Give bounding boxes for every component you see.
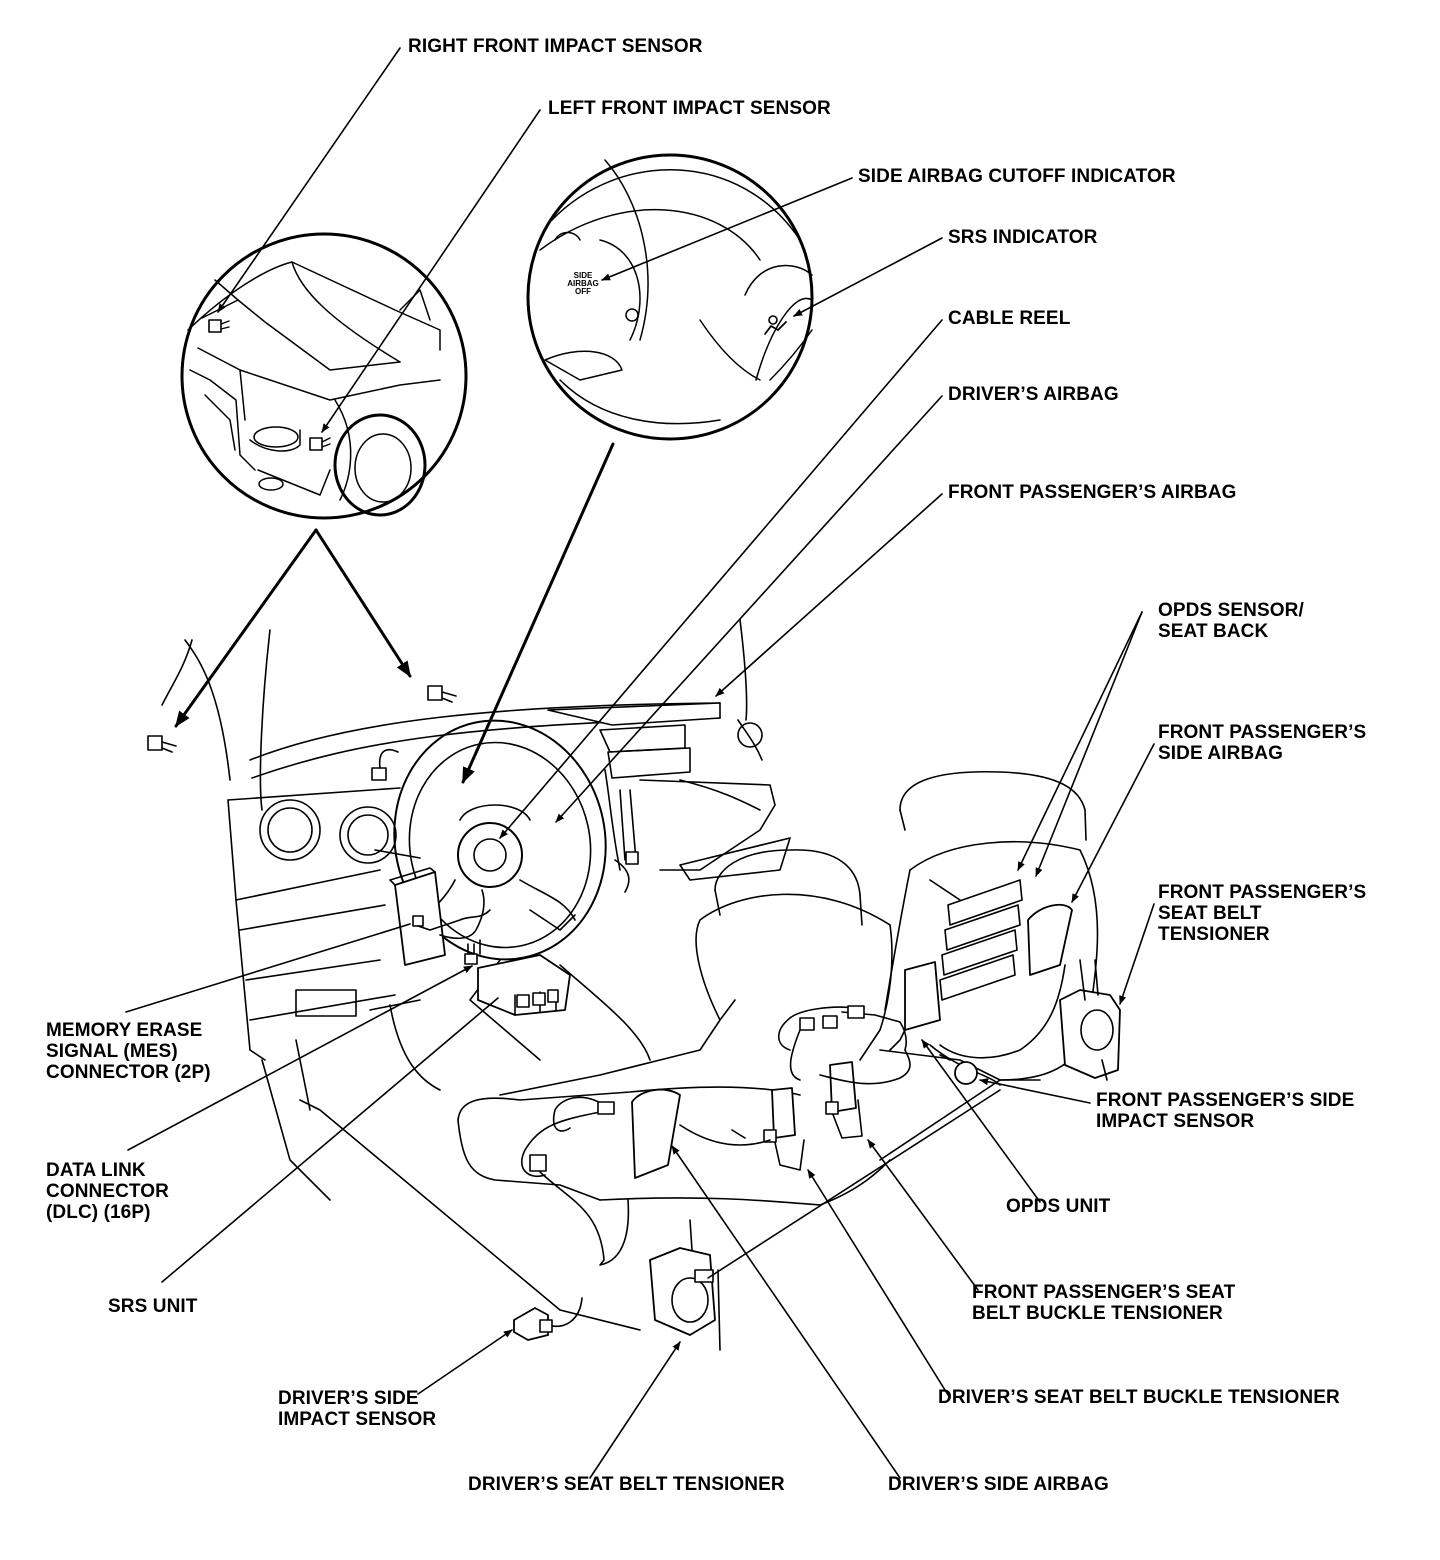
- label-drivers-side-airbag: DRIVER’S SIDE AIRBAG: [888, 1474, 1109, 1495]
- label-drivers-seat-belt-tensioner: DRIVER’S SEAT BELT TENSIONER: [468, 1474, 785, 1495]
- leader-drivers-airbag: [555, 395, 943, 823]
- label-data-link-connector: DATA LINK CONNECTOR (DLC) (16P): [46, 1160, 169, 1223]
- left-front-impact-sensor-shape: [309, 437, 331, 451]
- dashboard-drawing: [161, 619, 791, 1331]
- label-front-passengers-side-airbag: FRONT PASSENGER’S SIDE AIRBAG: [1158, 722, 1367, 764]
- label-opds-unit: OPDS UNIT: [1006, 1196, 1111, 1217]
- label-front-passengers-seat-belt-buckle-tensioner: FRONT PASSENGER’S SEAT BELT BUCKLE TENSI…: [972, 1282, 1236, 1324]
- leader-drivers-side-airbag: [671, 1145, 901, 1479]
- label-front-passengers-side-impact-sensor: FRONT PASSENGER’S SIDE IMPACT SENSOR: [1096, 1090, 1355, 1132]
- leader-data-link-connector: [127, 965, 473, 1151]
- label-front-passengers-airbag: FRONT PASSENGER’S AIRBAG: [948, 482, 1237, 503]
- label-srs-indicator: SRS INDICATOR: [948, 227, 1098, 248]
- label-right-front-impact-sensor: RIGHT FRONT IMPACT SENSOR: [408, 36, 703, 57]
- leader-opds-sensor-b: [1035, 611, 1143, 877]
- leader-drivers-seat-belt-tensioner-upper: [707, 1089, 1001, 1279]
- label-srs-unit: SRS UNIT: [108, 1296, 198, 1317]
- side-airbag-off-gauge-text: SIDE AIRBAG OFF: [567, 271, 599, 296]
- label-cable-reel: CABLE REEL: [948, 308, 1071, 329]
- label-drivers-side-impact-sensor: DRIVER’S SIDE IMPACT SENSOR: [278, 1388, 437, 1430]
- leader-drivers-seat-belt-buckle-tensioner: [807, 1169, 951, 1399]
- leader-cable-reel: [499, 319, 943, 839]
- leader-front-passengers-seat-belt-tensioner: [1119, 903, 1155, 1005]
- srs-indicator-symbol-icon: [764, 315, 787, 335]
- instrument-gauge-detail-circle: [526, 153, 814, 441]
- label-side-airbag-cutoff-indicator: SIDE AIRBAG CUTOFF INDICATOR: [858, 166, 1176, 187]
- leader-srs-unit: [161, 997, 499, 1283]
- leader-right-front-impact-sensor: [217, 47, 401, 313]
- label-opds-sensor-seat-back: OPDS SENSOR/ SEAT BACK: [1158, 600, 1304, 642]
- label-front-passengers-seat-belt-tensioner: FRONT PASSENGER’S SEAT BELT TENSIONER: [1158, 882, 1367, 945]
- leader-memory-erase-signal-connector: [125, 923, 411, 1013]
- detail-arrows: [174, 442, 615, 784]
- leader-srs-indicator: [793, 237, 943, 317]
- leader-side-airbag-cutoff-indicator: [601, 177, 853, 281]
- leader-opds-unit: [921, 1039, 1041, 1203]
- right-front-impact-sensor-shape: [208, 319, 230, 333]
- leader-lines: [125, 47, 1155, 1479]
- leader-front-passengers-side-impact-sensor: [979, 1078, 1091, 1104]
- front-bumper-detail-circle: [180, 232, 468, 520]
- leader-front-passengers-seat-belt-buckle-tensioner: [867, 1139, 979, 1291]
- leader-drivers-side-impact-sensor: [417, 1329, 513, 1395]
- leader-opds-sensor-a: [1017, 611, 1143, 871]
- label-drivers-seat-belt-buckle-tensioner: DRIVER’S SEAT BELT BUCKLE TENSIONER: [938, 1387, 1340, 1408]
- leader-front-passengers-side-airbag: [1071, 743, 1155, 903]
- label-left-front-impact-sensor: LEFT FRONT IMPACT SENSOR: [548, 98, 831, 119]
- leader-drivers-seat-belt-tensioner: [589, 1341, 681, 1479]
- label-memory-erase-signal-connector: MEMORY ERASE SIGNAL (MES) CONNECTOR (2P): [46, 1020, 211, 1083]
- leader-front-passengers-airbag: [715, 493, 943, 697]
- leader-left-front-impact-sensor: [321, 109, 541, 433]
- label-drivers-airbag: DRIVER’S AIRBAG: [948, 384, 1119, 405]
- seats-drawing: [147, 685, 1121, 1351]
